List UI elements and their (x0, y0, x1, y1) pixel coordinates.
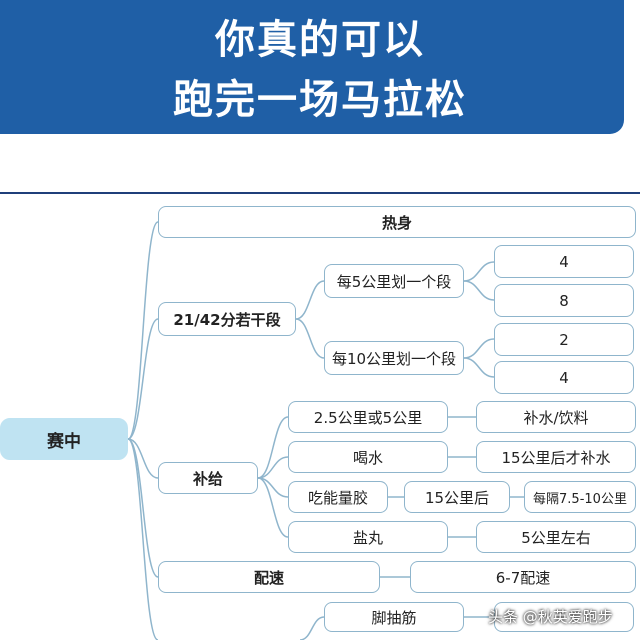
root-node: 赛中 (0, 418, 128, 460)
connector-supply-item4 (257, 477, 289, 538)
node-supply-when-3: 15公里后 (404, 481, 510, 513)
node-segments: 21/42分若干段 (158, 302, 296, 336)
connector-segments-by10 (295, 318, 325, 359)
node-segment-by5: 每5公里划一个段 (324, 264, 464, 298)
node-supply-item-3: 吃能量胶 (288, 481, 388, 513)
connector-root-warmup (127, 221, 159, 440)
node-warmup: 热身 (158, 206, 636, 238)
watermark-text: 头条 @秋英爱跑步 (488, 608, 613, 626)
title-banner (0, 0, 624, 134)
node-pace-value: 6-7配速 (410, 561, 636, 593)
divider-line (0, 192, 640, 194)
connector-by10-opt1 (463, 338, 495, 359)
banner-title-line1: 你真的可以 (215, 17, 425, 63)
connector-supply-item2 (257, 456, 289, 479)
node-by5-option-2: 8 (494, 284, 634, 317)
node-supply-detail-2: 15公里后才补水 (476, 441, 636, 473)
node-supply: 补给 (158, 462, 258, 494)
node-supply-detail-3: 每隔7.5-10公里 (524, 481, 636, 513)
node-supply-detail-1: 补水/饮料 (476, 401, 636, 433)
node-by10-option-2: 4 (494, 361, 634, 394)
node-cramp-child (494, 602, 634, 632)
connector-by5-opt2 (463, 280, 495, 301)
node-supply-detail-4: 5公里左右 (476, 521, 636, 553)
node-by10-option-1: 2 (494, 323, 634, 356)
connector-cramp (299, 616, 325, 640)
node-by5-option-1: 4 (494, 245, 634, 278)
connector-by5-opt1 (463, 261, 495, 282)
banner-title-line2: 跑完一场马拉松 (173, 77, 467, 123)
node-segment-by10: 每10公里划一个段 (324, 341, 464, 375)
connector-supply-item1 (257, 416, 289, 479)
connector-by10-opt2 (463, 357, 495, 378)
connector-segments-by5 (295, 280, 325, 320)
connector-root-more (127, 438, 159, 640)
node-pace: 配速 (158, 561, 380, 593)
node-supply-item-4: 盐丸 (288, 521, 448, 553)
connector-root-segments (127, 318, 159, 440)
node-cramp: 脚抽筋 (324, 602, 464, 632)
connector-root-supply (127, 438, 159, 479)
node-supply-item-2: 喝水 (288, 441, 448, 473)
node-supply-item-1: 2.5公里或5公里 (288, 401, 448, 433)
